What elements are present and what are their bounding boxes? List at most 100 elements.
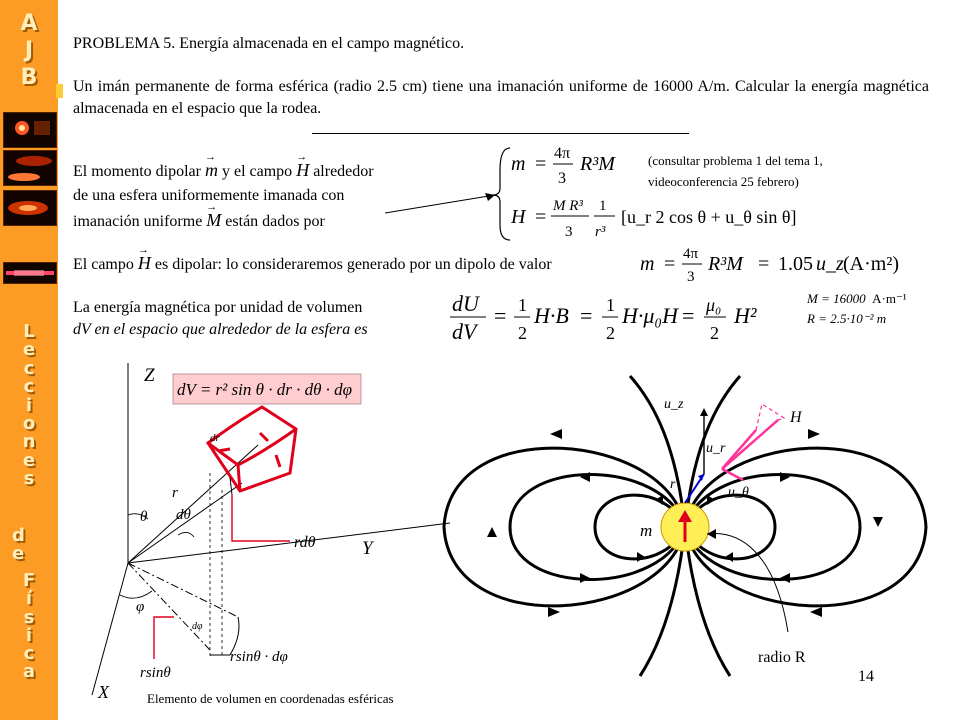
field-line-right-inner	[683, 493, 777, 561]
eq-m-lhs: m	[511, 153, 525, 175]
eq3-two3: 2	[710, 323, 719, 343]
axis-x	[91, 562, 129, 696]
problem-title: PROBLEMA 5. Energía almacenada en el cam…	[73, 35, 465, 52]
volume-element-edges	[207, 427, 297, 492]
eq-h-num1: M R³	[552, 198, 583, 214]
vector-m-magnetization-symbol: M	[206, 195, 221, 232]
label-r: r	[670, 477, 676, 492]
volume-element-tick3	[217, 447, 231, 453]
arrow-9	[637, 552, 645, 562]
label-dr: dr	[210, 432, 221, 444]
dv-formula-box	[172, 373, 362, 405]
eq3-eq3: =	[682, 303, 694, 328]
eq2-m: m	[640, 253, 654, 275]
field-line-right-outer	[683, 446, 928, 608]
eq3-hmuh: H·μ₀H	[621, 303, 679, 328]
arrow-5	[580, 472, 590, 482]
label-dtheta: dθ	[176, 507, 192, 523]
page-number: 14	[858, 668, 874, 685]
vector-m-symbol: m	[205, 145, 218, 182]
figure-caption: Elemento de volumen en coordenadas esfér…	[147, 691, 394, 706]
dipole-equations: m = 4π 3 R³M H = M R³ 3 1 r³ [u_r 2 cos …	[385, 145, 797, 241]
sidebar-image-lamp	[3, 112, 57, 148]
eq-h-lhs: H	[510, 206, 527, 228]
field-arrows	[487, 429, 883, 617]
volume-element-figure: dV = r² sin θ · dr · dθ · dφ Z Y X rdθ d…	[91, 363, 451, 700]
sidebar-word-lecciones: L e c c i o n e s	[22, 321, 36, 490]
label-uz: u_z	[664, 397, 684, 412]
arrow-6	[780, 472, 790, 482]
axis-y	[127, 522, 451, 564]
label-x: X	[97, 682, 110, 700]
vector-h	[721, 419, 779, 470]
label-r: r	[172, 485, 178, 501]
arrow-4	[810, 607, 822, 617]
eq3-eq2: =	[580, 303, 592, 328]
pointer-arrow-head	[485, 193, 495, 201]
eq3-du: dU	[452, 291, 481, 316]
magnet-arrow-head	[678, 510, 692, 522]
radius-leader-head	[707, 529, 716, 539]
eq3-mu0: μ₀	[705, 295, 721, 315]
volume-element-tick1	[258, 431, 270, 443]
arrow-8	[780, 573, 790, 583]
label-theta: θ	[140, 509, 148, 525]
arrow-12	[707, 495, 715, 505]
label-rsin: rsinθ	[140, 665, 171, 681]
dtheta-arc	[177, 532, 195, 538]
label-rdtheta: rdθ	[294, 534, 316, 551]
eq-m-num: 4π	[554, 145, 570, 162]
eq3-h2: H²	[733, 303, 757, 328]
vector-utheta	[721, 467, 744, 482]
radial-line-2	[127, 482, 243, 564]
rsin-leader	[153, 616, 174, 659]
eq3-eq1: =	[494, 303, 506, 328]
label-h: H	[789, 409, 803, 426]
sidebar-word-fisica: F í s i c a	[22, 570, 36, 683]
sidebar-word-de: d e	[12, 525, 25, 564]
sidebar-logo-ajb: A J B	[20, 11, 38, 90]
sidebar-image-flame	[3, 190, 57, 226]
arrow-7	[580, 573, 590, 583]
vector-h-inline: H	[138, 239, 151, 274]
data-values: M = 16000 A·m⁻¹ R = 2.5·10⁻² m	[807, 291, 907, 326]
eq2-value: 1.05	[778, 253, 813, 275]
dphi-arc	[210, 616, 240, 656]
eq-h-den1: 3	[565, 224, 573, 240]
eq3-two1: 2	[518, 323, 527, 343]
eq3-one2: 1	[606, 295, 615, 315]
label-m: m	[640, 521, 652, 540]
eq3-hb: H·B	[533, 303, 569, 328]
eq2-uz: u_z	[816, 253, 844, 275]
eq-m-equals: =	[535, 153, 546, 175]
arrow-11	[655, 495, 663, 505]
projection-line-1	[127, 562, 239, 618]
field-lines	[442, 375, 928, 677]
field-line-right-mid	[683, 473, 862, 581]
projection-line-2	[127, 562, 211, 651]
eq2-num: 4π	[683, 246, 699, 262]
brace	[492, 147, 511, 241]
radius-leader	[706, 533, 789, 633]
vector-h-symbol: H	[296, 145, 309, 182]
label-dphi: dφ	[192, 621, 203, 632]
rdtheta-leader	[231, 495, 290, 542]
dipole-paragraph: El momento dipolar m y el campo H alrede…	[73, 145, 435, 234]
eq3-two2: 2	[606, 323, 615, 343]
eq2-r3m: R³M	[707, 253, 744, 275]
radial-line-1	[127, 444, 259, 564]
arrow-2	[808, 429, 820, 439]
sidebar-image-glow	[3, 150, 57, 186]
pointer-arrow-line	[385, 194, 496, 214]
sidebar-dot	[56, 84, 63, 98]
label-rsindphi: rsinθ · dφ	[230, 649, 288, 665]
label-y: Y	[362, 538, 375, 559]
arrow-3	[548, 607, 560, 617]
problem-statement: Un imán permanente de forma esférica (ra…	[73, 78, 929, 117]
dipolar-field-text: El campo H es dipolar: lo consideraremos…	[73, 239, 552, 276]
label-z: Z	[144, 365, 155, 386]
vector-uz-head	[700, 408, 708, 416]
sidebar: A J B L e c c i o n e s d e F í s i c a	[0, 0, 58, 720]
theta-arc	[127, 513, 149, 520]
eq2-equals2: =	[758, 253, 769, 275]
